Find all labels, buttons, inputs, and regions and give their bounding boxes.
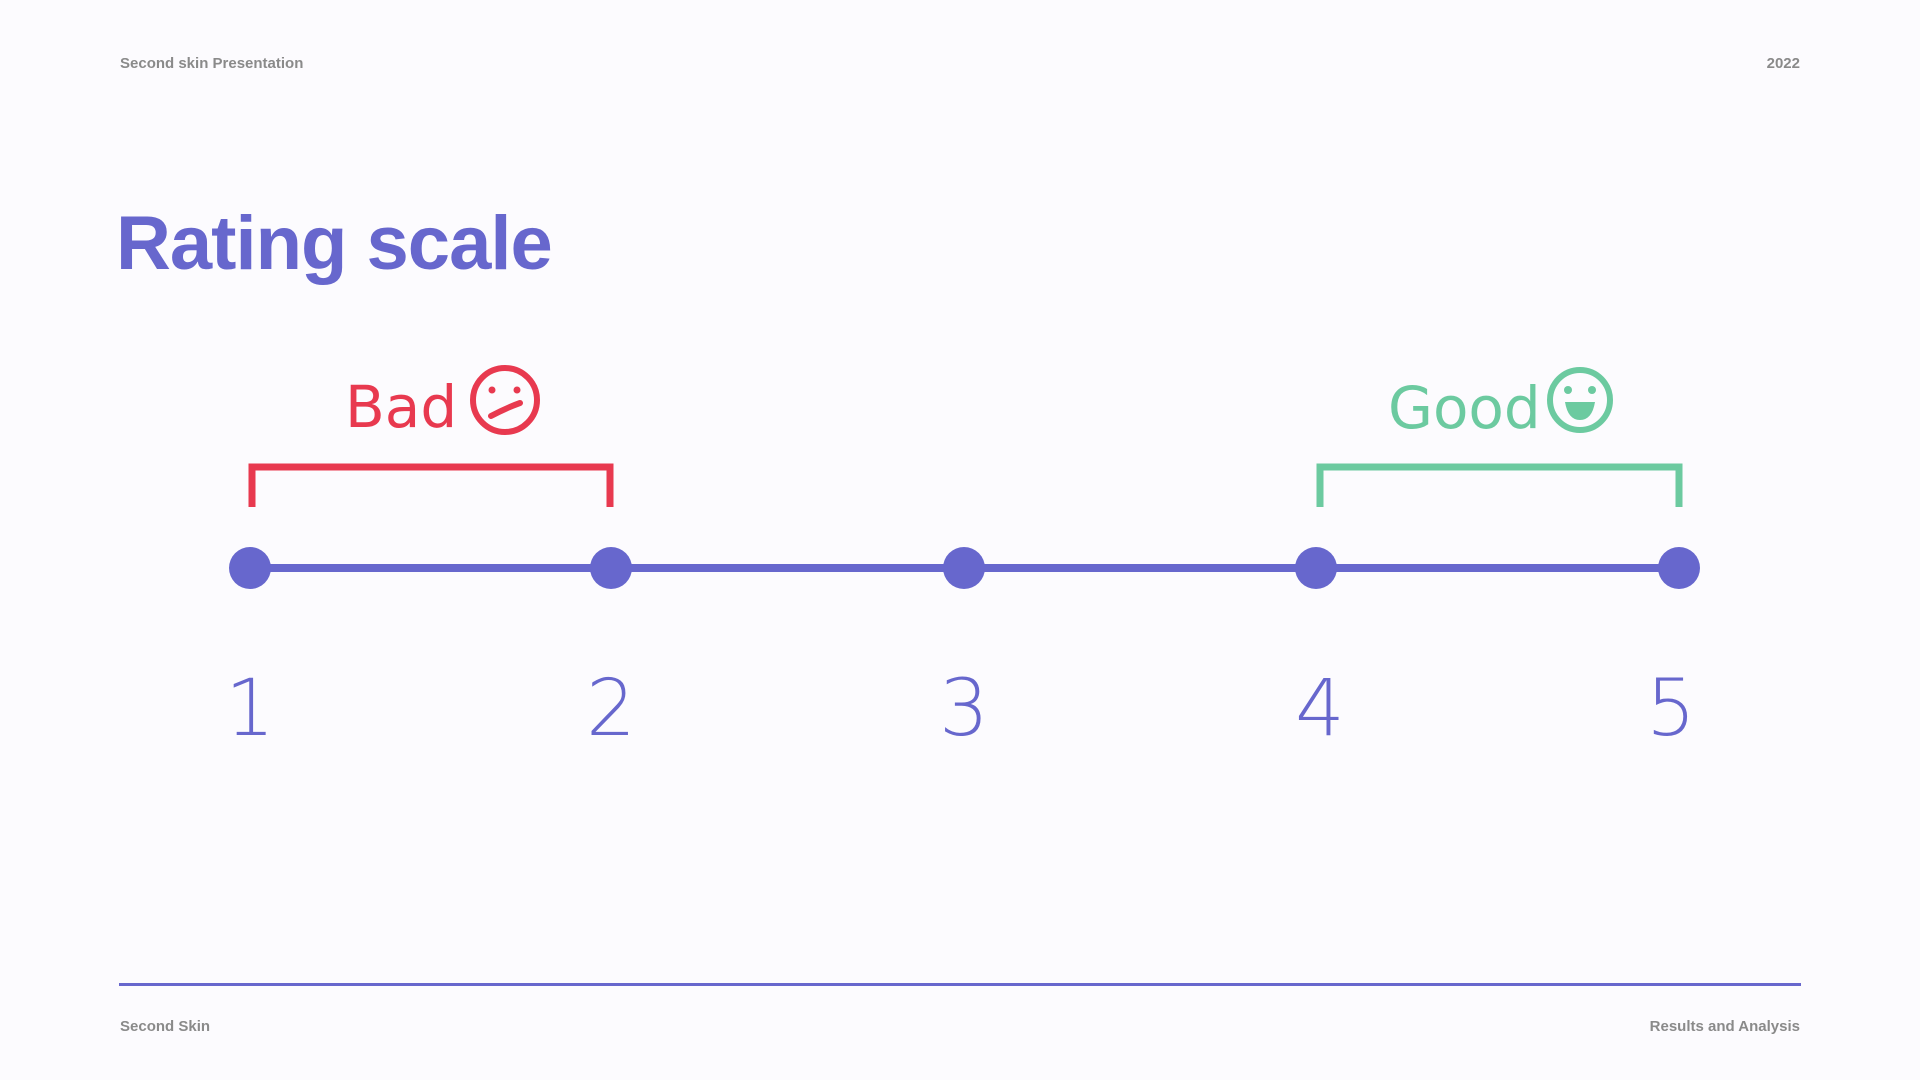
scale-number-3: 3 [939, 664, 989, 754]
presentation-name: Second skin Presentation [120, 55, 304, 72]
bad-label: Bad [345, 373, 457, 441]
scale-number-2: 2 [586, 664, 636, 754]
good-range-bracket [1316, 463, 1683, 507]
confused-face-icon [470, 365, 540, 435]
page-title: Rating scale [116, 201, 553, 286]
scale-point-5 [1658, 547, 1700, 589]
footer-divider [119, 983, 1801, 986]
scale-point-1 [229, 547, 271, 589]
good-label: Good [1388, 374, 1541, 442]
footer-section: Results and Analysis [1649, 1018, 1800, 1035]
scale-number-4: 4 [1295, 664, 1345, 754]
scale-point-2 [590, 547, 632, 589]
footer-brand: Second Skin [120, 1018, 211, 1035]
grinning-face-icon [1547, 367, 1613, 433]
scale-point-3 [943, 547, 985, 589]
scale-point-4 [1295, 547, 1337, 589]
bad-range-bracket [248, 463, 614, 507]
scale-number-5: 5 [1646, 664, 1696, 754]
presentation-year: 2022 [1766, 55, 1800, 72]
scale-number-1: 1 [225, 664, 275, 754]
